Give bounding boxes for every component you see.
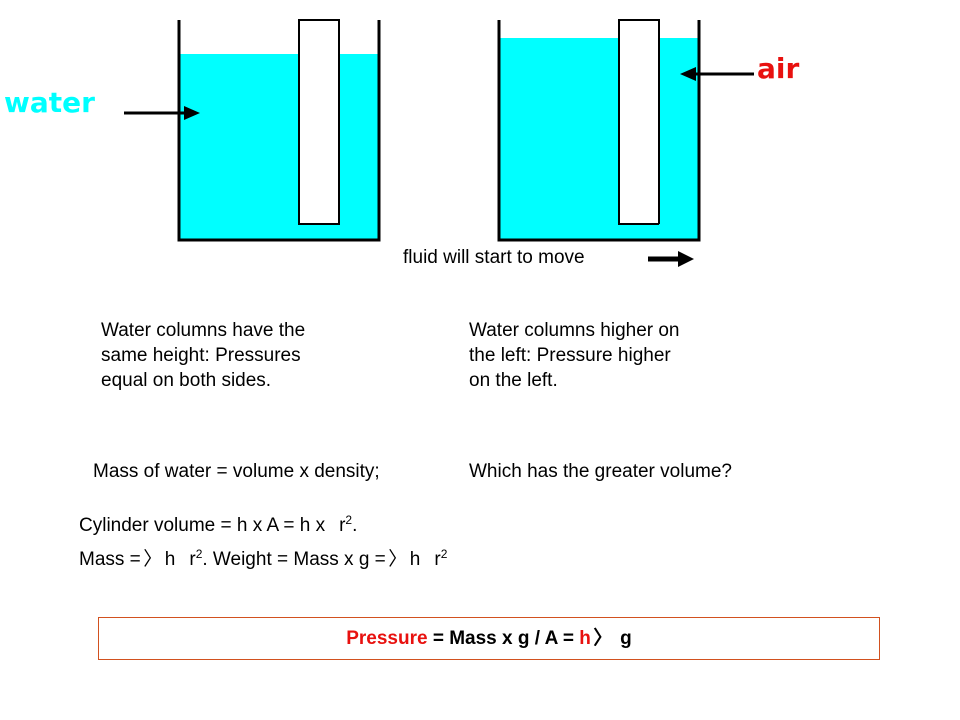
water-label: water xyxy=(4,86,95,119)
left-tube xyxy=(298,19,340,225)
left-explanation-line: Water columns have the xyxy=(101,320,306,341)
formula-text: Cylinder volume = h x A = h x xyxy=(79,515,326,536)
left-explanation: Water columns have the same height: Pres… xyxy=(101,318,401,393)
right-tube xyxy=(618,19,660,225)
formula-end: . xyxy=(352,515,358,536)
formula-exponent: 2 xyxy=(440,547,448,561)
left-explanation-line: equal on both sides. xyxy=(101,370,272,391)
formula-r: r xyxy=(339,515,346,536)
right-explanation-line: Water columns higher on xyxy=(469,320,680,341)
rho-symbol: 〉 xyxy=(388,549,408,570)
air-arrow xyxy=(680,67,754,81)
volume-question: Which has the greater volume? xyxy=(469,461,732,482)
cylinder-volume-formula: Cylinder volume = h x A = h x r2. xyxy=(79,513,358,537)
formula-exponent: 2 xyxy=(345,513,353,527)
left-beaker-water xyxy=(180,54,378,239)
pressure-h: h xyxy=(579,628,591,649)
pressure-formula-box: Pressure = Mass x g / A = h〉 g xyxy=(98,617,880,660)
formula-mass: Mass = xyxy=(79,549,141,570)
formula-h: h xyxy=(164,549,176,570)
rho-symbol: 〉 xyxy=(593,628,613,649)
formula-r: r xyxy=(189,549,196,570)
left-explanation-line: same height: Pressures xyxy=(101,345,301,366)
right-explanation: Water columns higher on the left: Pressu… xyxy=(469,318,769,393)
right-beaker xyxy=(497,19,701,242)
right-beaker-walls xyxy=(497,20,701,242)
fluid-move-label: fluid will start to move xyxy=(403,247,585,268)
formula-h: h xyxy=(409,549,421,570)
flow-arrow xyxy=(648,251,694,267)
rho-symbol: 〉 xyxy=(143,549,163,570)
right-explanation-line: the left: Pressure higher xyxy=(469,345,671,366)
pressure-word: Pressure xyxy=(346,628,428,649)
water-arrow xyxy=(124,106,200,120)
left-beaker xyxy=(177,19,381,242)
pressure-g: g xyxy=(614,628,632,649)
mass-statement: Mass of water = volume x density; xyxy=(93,461,380,482)
formula-r: r xyxy=(434,549,441,570)
formula-exponent: 2 xyxy=(195,547,203,561)
left-beaker-walls xyxy=(177,20,381,242)
pressure-rest: = Mass x g / A = xyxy=(427,628,580,649)
right-explanation-line: on the left. xyxy=(469,370,558,391)
air-label: air xyxy=(757,52,800,85)
right-tube-water xyxy=(659,117,698,239)
pressure-formula: Pressure = Mass x g / A = h〉 g xyxy=(99,623,879,650)
formula-weight: . Weight = Mass x g = xyxy=(202,549,386,570)
